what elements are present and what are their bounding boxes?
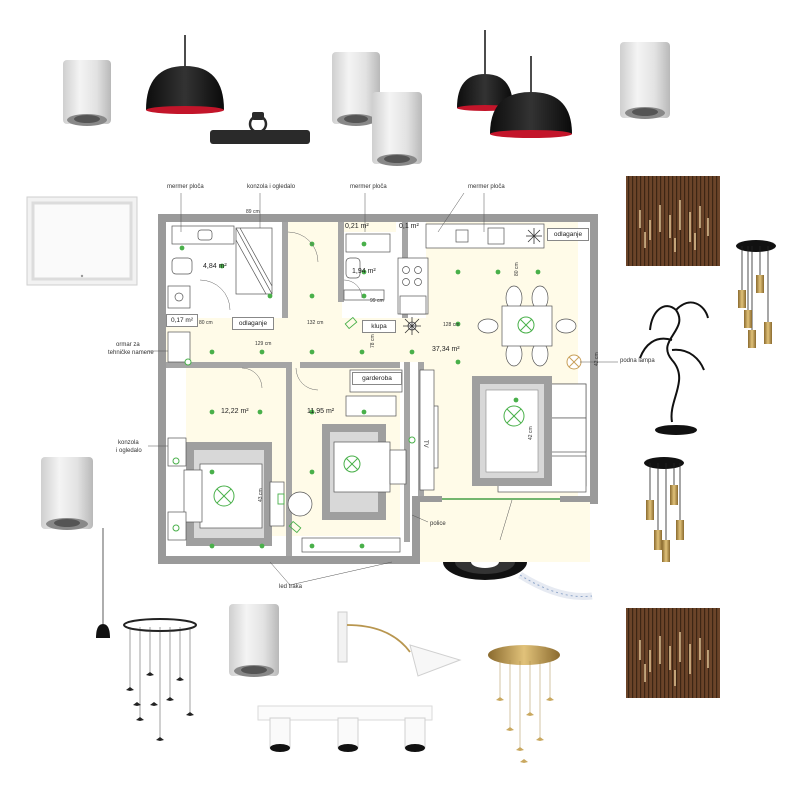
area-bedroom2: 11,95 m² xyxy=(307,408,335,415)
callout-ormar-line1: ormar za xyxy=(116,342,140,348)
dim-89: 89 cm xyxy=(246,209,260,215)
living-rug xyxy=(472,376,552,486)
sun-light-icon xyxy=(403,317,421,335)
dim-80: 80 cm xyxy=(199,320,213,326)
callout-lines xyxy=(148,192,618,586)
bedroom2-bed xyxy=(269,395,407,553)
cylinder-spotlight-4 xyxy=(620,42,670,119)
callout-konzola-left-line1: konzola xyxy=(118,440,139,446)
wood-slat-light-panel-2 xyxy=(626,608,720,698)
snowflake-icon xyxy=(526,228,542,244)
wall-spot-markers xyxy=(277,316,358,534)
label-garderoba: garderoba xyxy=(352,372,402,385)
callout-police: police xyxy=(430,521,446,527)
area-small1: 0,21 m² xyxy=(345,223,369,230)
callout-mermer-ploca-1: mermer ploča xyxy=(167,184,204,190)
cylinder-spotlight-6 xyxy=(229,604,279,677)
dim-129: 129 cm xyxy=(255,341,272,347)
callout-konzola-ogledalo-top: konzola i ogledalo xyxy=(247,184,296,190)
label-odlaganje-hall: odlaganje xyxy=(232,317,274,330)
cylinder-spotlight-2 xyxy=(332,52,380,126)
picture-wall-lamp xyxy=(210,112,310,144)
door-swings xyxy=(199,231,363,391)
cylinder-spotlight-5 xyxy=(41,457,93,530)
gold-pendant-cluster-1 xyxy=(736,240,776,348)
callout-ormar-line2: tehničke namene xyxy=(108,350,154,356)
bird-chandelier-gold xyxy=(488,645,560,763)
dim-78: 78 cm xyxy=(370,334,376,348)
black-dome-pendant-3 xyxy=(490,56,572,138)
area-bathroom: 4,84 m² xyxy=(203,263,227,270)
floor-lamp-marker xyxy=(566,354,582,370)
kitchen-fixtures xyxy=(397,223,545,315)
bathroom-fixtures xyxy=(167,225,273,309)
black-dome-pendant-1 xyxy=(146,35,224,114)
callout-mermer-ploca-2: mermer ploča xyxy=(350,184,387,190)
area-storage: 0,17 m² xyxy=(166,314,198,327)
area-bedroom1: 12,22 m² xyxy=(221,408,249,415)
dim-42: 42 cm xyxy=(594,352,600,366)
outer-walls xyxy=(158,214,598,564)
callout-led-traka: led traka xyxy=(279,584,303,590)
dim-42b: 42 cm xyxy=(528,426,534,440)
brass-wall-sconce xyxy=(337,611,462,677)
dim-99: 99 cm xyxy=(370,298,384,304)
track-spotlight-bar xyxy=(257,705,433,752)
callout-mermer-ploca-3: mermer ploča xyxy=(468,184,505,190)
pendant-light-markers xyxy=(172,316,535,532)
led-mirror xyxy=(26,196,138,286)
callout-konzola-left-line2: i ogledalo xyxy=(116,448,142,454)
cylinder-spotlight-1 xyxy=(63,60,111,126)
dim-80b: 80 cm xyxy=(514,262,520,276)
dim-43: 43 cm xyxy=(258,488,264,502)
mini-black-pendant xyxy=(96,528,110,638)
gold-pendant-cluster-2 xyxy=(644,457,684,562)
bird-chandelier-black xyxy=(123,618,197,741)
ceiling-light-markers xyxy=(179,241,541,549)
dim-132: 132 cm xyxy=(307,320,324,326)
area-small2: 0,1 m² xyxy=(399,223,419,230)
area-living: 37,34 m² xyxy=(432,346,460,353)
sculptural-floor-lamp xyxy=(639,301,709,435)
area-toilet: 1,94 m² xyxy=(352,268,376,275)
callout-podna-lampa: podna lampa xyxy=(620,358,655,364)
dim-128: 128 cm xyxy=(443,322,460,328)
cylinder-spotlight-3 xyxy=(372,92,422,166)
wood-slat-light-panel-1 xyxy=(626,176,720,266)
label-odlaganje-kitchen: odlaganje xyxy=(547,228,589,241)
tv-label: TV xyxy=(422,440,428,448)
label-klupa: klupa xyxy=(362,320,396,333)
